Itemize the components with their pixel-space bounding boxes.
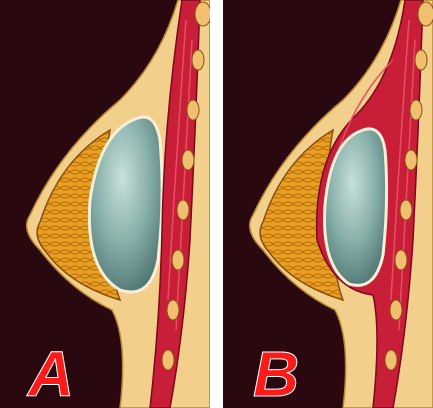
panel-a-label: A bbox=[26, 338, 74, 408]
panel-a: A bbox=[0, 0, 210, 408]
panel-b: B bbox=[223, 0, 433, 408]
panel-b-label: B bbox=[253, 338, 299, 408]
